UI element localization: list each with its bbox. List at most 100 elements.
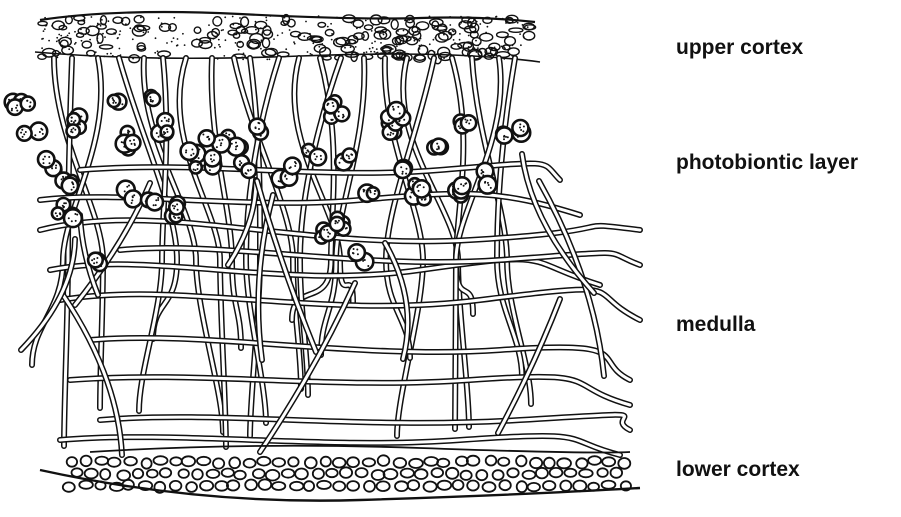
cortex-speck [56, 37, 58, 39]
lower-cortex-cell [160, 468, 171, 477]
lower-cortex-cell [305, 457, 317, 468]
algal-cell-dot [364, 259, 366, 261]
lower-cortex-cell [272, 482, 285, 490]
algal-cell-dot [91, 259, 93, 261]
algal-cell-dot [34, 134, 36, 136]
algal-cell [330, 217, 344, 231]
cortex-speck [372, 24, 374, 26]
algal-cell-dot [11, 108, 13, 110]
lower-cortex-cell [244, 459, 256, 468]
cortex-speck [319, 44, 321, 46]
algal-cell-dot [470, 119, 472, 121]
cortex-speck [468, 46, 470, 48]
cortex-speck [68, 48, 70, 50]
lower-cortex-cell [124, 457, 137, 466]
cortex-speck [305, 21, 307, 23]
lower-cortex-cell [142, 458, 152, 468]
algal-cell-dot [240, 162, 242, 164]
algal-cell-dot [418, 190, 420, 192]
algal-cell-dot [62, 176, 64, 178]
lower-cortex-cell [207, 470, 220, 478]
lower-cortex-cell [493, 470, 504, 480]
algal-cell-dot [295, 162, 297, 164]
algal-cell-dot [216, 146, 218, 148]
cortex-speck [517, 22, 519, 24]
algal-cell [181, 143, 198, 160]
cortex-speck [161, 26, 163, 28]
algal-cell-dot [286, 178, 288, 180]
lower-cortex-cell [576, 458, 587, 468]
algal-cell-dot [436, 148, 438, 150]
algal-cell [17, 126, 32, 141]
algal-cell [249, 119, 265, 135]
lower-cortex-cell [602, 481, 616, 489]
lower-cortex-cell [618, 458, 630, 469]
cortex-cell [396, 29, 408, 36]
lower-cortex-cell [486, 456, 497, 466]
cortex-speck [355, 46, 357, 48]
cortex-speck [119, 30, 121, 32]
cortex-speck [303, 36, 305, 38]
algal-cell-dot [152, 100, 154, 102]
cortex-speck [108, 20, 110, 22]
algal-cell-dot [507, 136, 509, 138]
cortex-speck [385, 53, 387, 55]
algal-cell-dot [168, 118, 170, 120]
algal-cell-dot [21, 129, 23, 131]
cortex-speck [269, 58, 271, 60]
algal-cell-dot [40, 128, 42, 130]
cortex-speck [476, 51, 478, 53]
cortex-speck [266, 20, 268, 22]
lower-cortex-cell [213, 458, 224, 468]
cortex-speck [404, 20, 406, 22]
algal-cell-dot [258, 122, 260, 124]
cortex-speck [261, 39, 263, 41]
cortex-cell [391, 20, 398, 30]
cortex-speck [281, 16, 283, 18]
cortex-cell [78, 28, 89, 35]
cortex-speck [177, 44, 179, 46]
cortex-speck [117, 37, 119, 39]
cortex-speck [366, 51, 368, 53]
cortex-speck [420, 38, 422, 40]
cortex-speck [97, 37, 99, 39]
algal-cell-dot [464, 119, 466, 121]
cortex-cell [194, 27, 201, 33]
cortex-speck [110, 53, 112, 55]
cortex-speck [232, 16, 234, 18]
cortex-speck [51, 25, 53, 27]
cortex-speck [80, 28, 82, 30]
lower-cortex-cell [611, 468, 623, 478]
cortex-speck [281, 32, 283, 34]
algal-cell-dot [416, 186, 418, 188]
lower-cortex-cell [408, 480, 420, 490]
cortex-speck [380, 42, 382, 44]
cortex-speck [269, 15, 271, 17]
lower-cortex-cell [100, 469, 110, 480]
algal-cell-dot [369, 190, 371, 192]
cortex-speck [527, 26, 529, 28]
cortex-speck [429, 43, 431, 45]
lower-cortex-cell [432, 468, 444, 477]
cortex-speck [477, 45, 479, 47]
algal-cell-dot [71, 220, 73, 222]
cortex-speck [129, 27, 131, 29]
algal-cell-dot [332, 119, 334, 121]
lower-cortex-region [40, 446, 640, 501]
cortex-speck [223, 55, 225, 57]
cortex-speck [143, 32, 145, 34]
cortex-speck [70, 38, 72, 40]
cortex-speck [219, 46, 221, 48]
algal-cell-dot [210, 158, 212, 160]
cortex-speck [255, 21, 257, 23]
algal-cell-dot [438, 146, 440, 148]
cortex-speck [451, 46, 453, 48]
algal-cell-dot [519, 123, 521, 125]
cortex-cell [325, 30, 334, 36]
algal-cell-dot [338, 115, 340, 117]
algal-cell-dot [326, 104, 328, 106]
lower-cortex-cell [564, 469, 576, 477]
algal-cell-dot [55, 165, 57, 167]
lower-cortex-cell [170, 457, 182, 465]
cortex-speck [112, 55, 114, 57]
